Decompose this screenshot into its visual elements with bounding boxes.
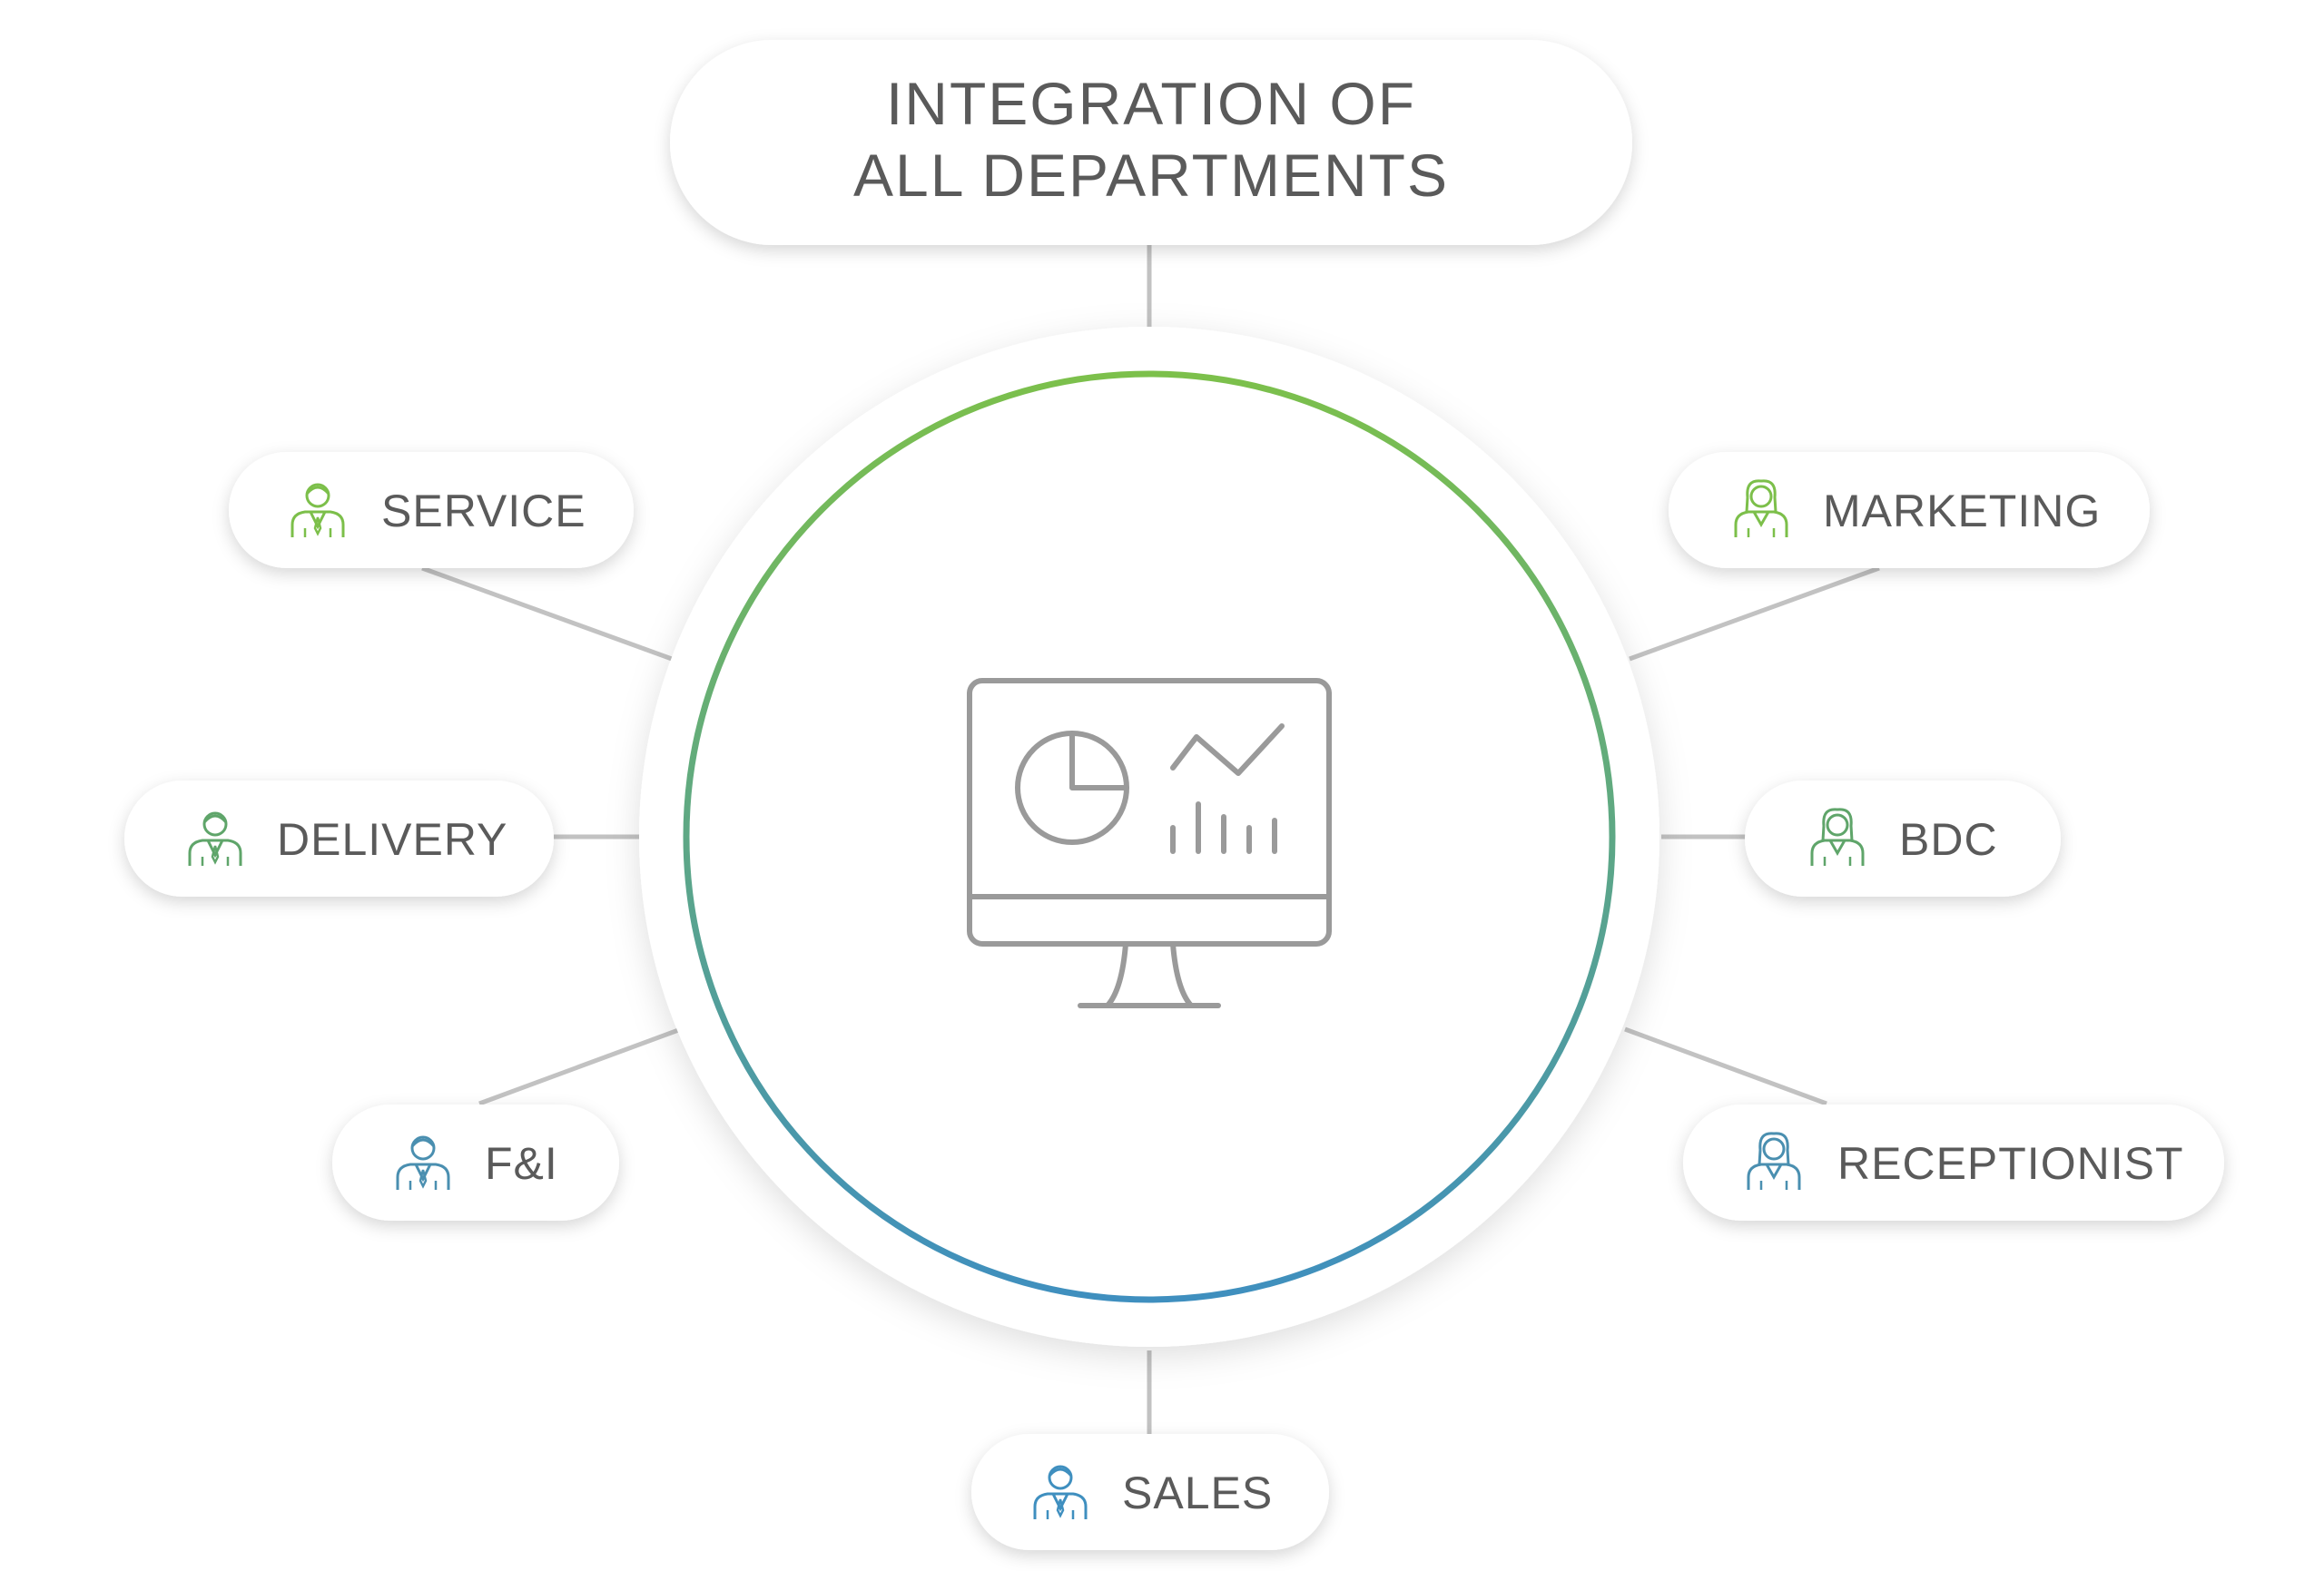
connector-marketing [1629,565,1880,662]
department-label-fi: F&I [485,1138,558,1189]
title-line-1: INTEGRATION OF [886,70,1416,137]
connector-fi [478,1026,682,1106]
department-label-receptionist: RECEPTIONIST [1837,1138,2183,1189]
connector-lines [421,245,1880,1434]
connector-receptionist [1624,1026,1827,1106]
title-pill: INTEGRATION OF ALL DEPARTMENTS [670,40,1632,245]
department-label-sales: SALES [1122,1468,1273,1518]
department-label-service: SERVICE [381,486,586,536]
department-service[interactable]: SERVICE [229,452,634,568]
department-fi[interactable]: F&I [332,1105,619,1221]
department-marketing[interactable]: MARKETING [1669,452,2150,568]
department-label-marketing: MARKETING [1823,486,2101,536]
department-label-delivery: DELIVERY [277,814,507,865]
department-bdc[interactable]: BDC [1745,781,2061,897]
title-line-2: ALL DEPARTMENTS [853,142,1449,209]
connector-service [421,565,673,662]
department-delivery[interactable]: DELIVERY [124,781,554,897]
department-label-bdc: BDC [1899,814,1998,865]
monitor-analytics-icon [967,678,1332,1008]
department-receptionist[interactable]: RECEPTIONIST [1683,1105,2224,1221]
gradient-ring [683,370,1616,1303]
department-sales[interactable]: SALES [971,1434,1329,1550]
